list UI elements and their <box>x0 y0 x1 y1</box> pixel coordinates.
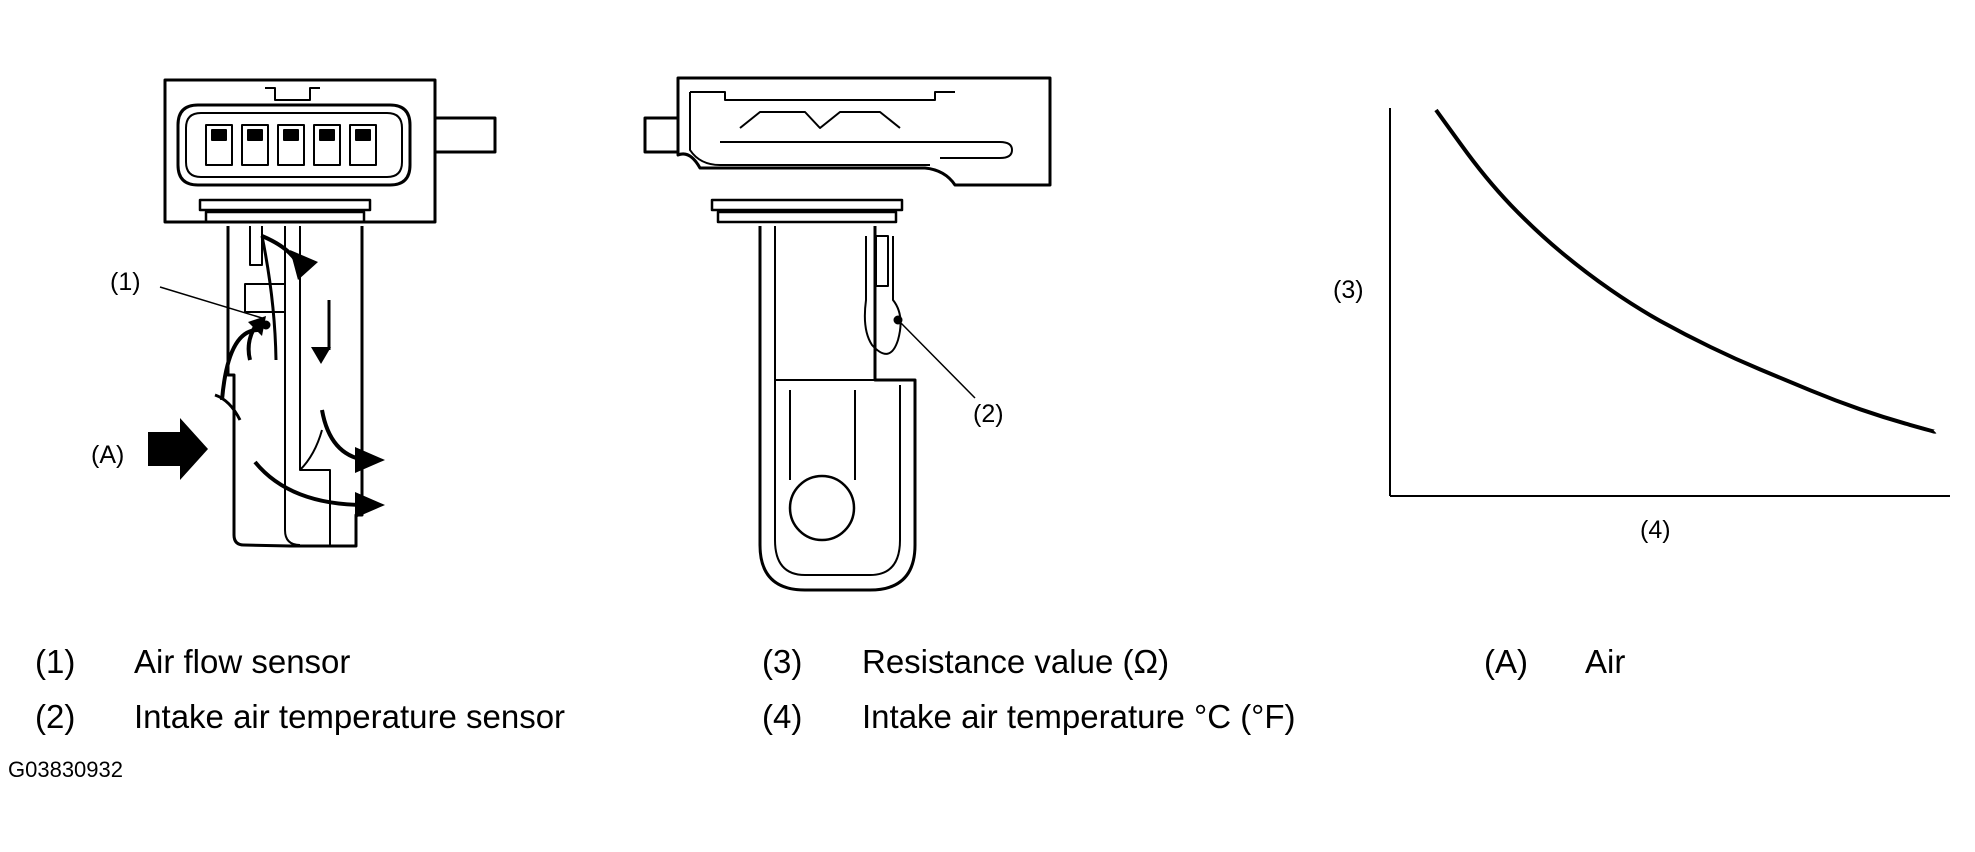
callout-1: (1) <box>110 268 141 296</box>
legend-text-2: Intake air temperature sensor <box>134 698 566 735</box>
figure-id: G03830932 <box>8 757 123 782</box>
sensor-front-view <box>163 78 497 548</box>
graph-xlabel: (4) <box>1640 516 1671 544</box>
legend-key-1: (1) <box>35 643 76 680</box>
callout-2: (2) <box>973 400 1004 428</box>
legend-key-a: (A) <box>1484 643 1528 680</box>
legend-key-4: (4) <box>762 698 803 735</box>
intake-air-temp-sensor-element <box>863 236 902 355</box>
leader-line-2 <box>897 319 976 399</box>
connector-pins <box>205 124 377 166</box>
sensor-side-view <box>643 76 1052 592</box>
resistance-curve <box>1434 108 1937 434</box>
resistance-graph: (3) (4) <box>1333 108 1950 544</box>
probe-body <box>226 226 364 548</box>
connector-shroud <box>176 103 412 187</box>
callout-a: (A) <box>91 441 124 469</box>
legend-text-1: Air flow sensor <box>134 643 351 680</box>
legend-text-a: Air <box>1585 643 1626 680</box>
legend-key-3: (3) <box>762 643 803 680</box>
connector-tab <box>435 116 497 154</box>
side-probe <box>758 226 917 592</box>
side-housing <box>676 76 1052 187</box>
leader-line-1 <box>159 286 263 319</box>
legend-text-4: Intake air temperature °C (°F) <box>862 698 1296 735</box>
air-inlet-arrow <box>148 418 208 480</box>
legend-text-3: Resistance value (Ω) <box>862 643 1170 680</box>
legend-key-2: (2) <box>35 698 76 735</box>
graph-ylabel: (3) <box>1333 276 1364 304</box>
air-flow-sensor-element <box>244 283 286 313</box>
